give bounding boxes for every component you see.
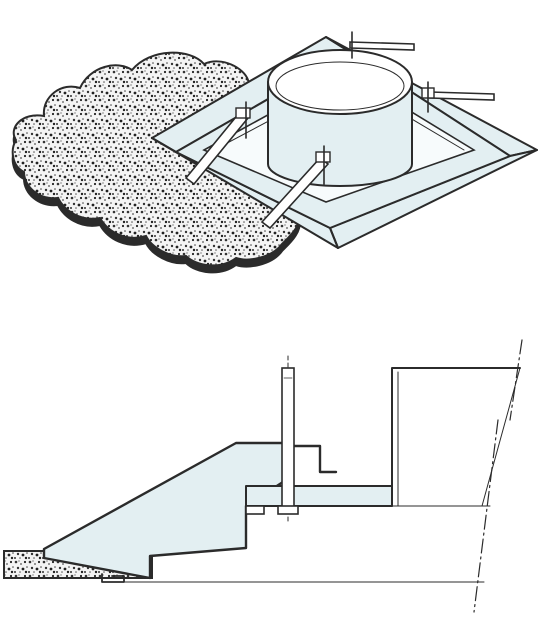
isometric-view [11, 31, 538, 274]
section-break-line-top [509, 339, 523, 421]
section-break-line-bottom [473, 419, 499, 613]
support-rods [184, 31, 495, 230]
support-rod-right [421, 81, 495, 113]
collar-front-edge [329, 227, 339, 249]
section-z-bracket [290, 444, 338, 474]
section-collar-flange [245, 485, 393, 507]
section-duct-wall [391, 367, 521, 507]
threaded-rod [277, 355, 299, 525]
support-rod-back [349, 31, 415, 59]
support-rod-front [260, 145, 331, 230]
support-rod-left [184, 101, 251, 186]
section-duct-slope [481, 367, 521, 507]
section-collar-bevel [42, 441, 288, 580]
round-duct-spigot-top [267, 49, 413, 115]
section-flange-return [245, 505, 265, 515]
section-view [3, 339, 523, 613]
round-duct-spigot-inner [275, 61, 405, 111]
